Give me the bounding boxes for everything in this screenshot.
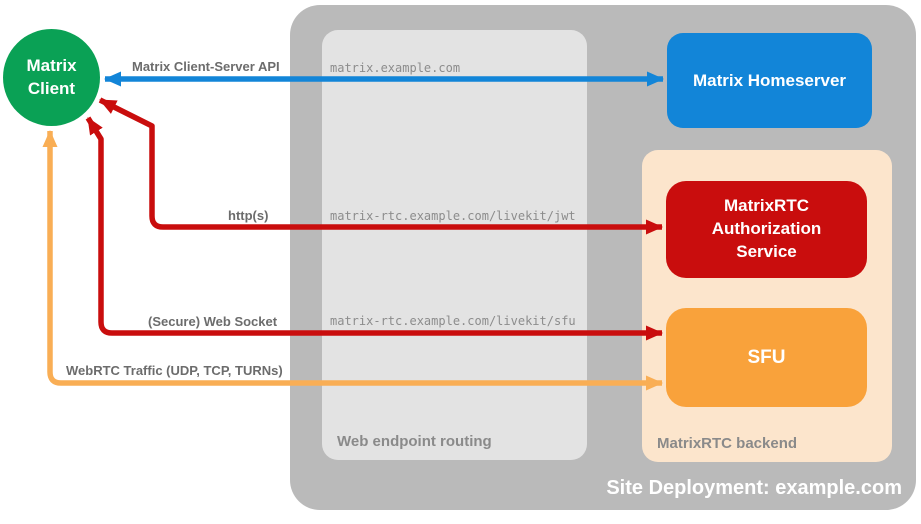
web-socket-arrow-label: (Secure) Web Socket xyxy=(148,314,278,329)
site-deployment-label: Site Deployment: example.com xyxy=(606,477,902,499)
web-endpoint-routing-label: Web endpoint routing xyxy=(337,433,492,450)
https-arrow-label: http(s) xyxy=(228,208,269,223)
matrixrtc-auth-service-node: MatrixRTC Authorization Service xyxy=(666,181,867,278)
sfu-node: SFU xyxy=(666,308,867,407)
matrix-client-node: Matrix Client xyxy=(3,29,100,126)
matrix-client-label-line1: Matrix xyxy=(26,56,77,76)
auth-service-label-line1: MatrixRTC xyxy=(723,196,809,216)
matrix-homeserver-label: Matrix Homeserver xyxy=(692,70,847,90)
matrixrtc-backend-label: MatrixRTC backend xyxy=(657,435,798,452)
url-livekit-sfu: matrix-rtc.example.com/livekit/sfu xyxy=(330,314,576,328)
auth-service-label-line3: Service xyxy=(736,241,797,261)
sfu-label: SFU xyxy=(747,346,786,368)
matrix-client-label-line2: Client xyxy=(27,78,76,98)
matrix-homeserver-node: Matrix Homeserver xyxy=(667,33,872,128)
url-matrix-example-com: matrix.example.com xyxy=(330,61,461,75)
webrtc-traffic-arrow-label: WebRTC Traffic (UDP, TCP, TURNs) xyxy=(66,363,283,378)
url-livekit-jwt: matrix-rtc.example.com/livekit/jwt xyxy=(330,209,576,223)
auth-service-label-line2: Authorization xyxy=(711,219,822,239)
client-server-api-arrow-label: Matrix Client-Server API xyxy=(132,59,280,74)
web-endpoint-routing-panel: Web endpoint routing xyxy=(322,30,587,460)
